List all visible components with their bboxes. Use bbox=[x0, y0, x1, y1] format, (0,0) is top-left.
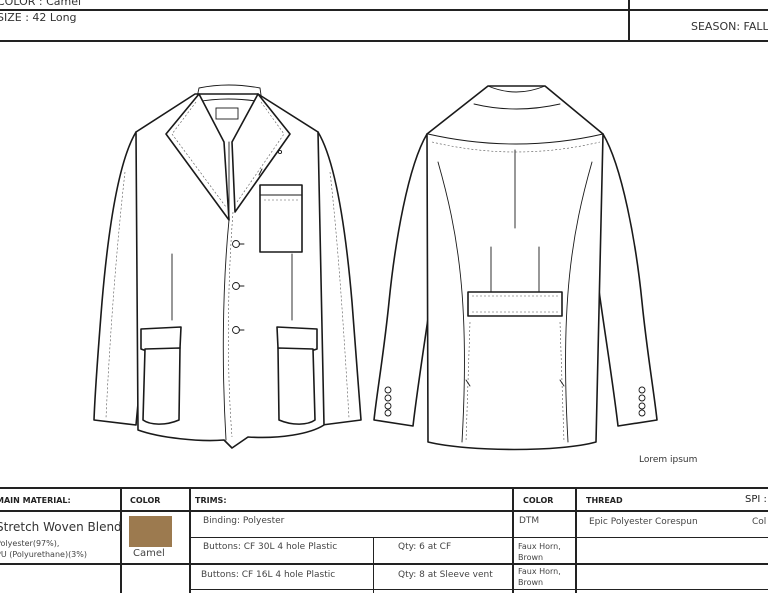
color-label: COLOR : bbox=[0, 0, 47, 8]
column-divider bbox=[575, 487, 577, 593]
size-value: 42 Long bbox=[32, 11, 77, 24]
column-divider bbox=[120, 487, 122, 593]
jacket-flat-sketch bbox=[93, 84, 658, 451]
trim-desc: Buttons: CF 30L 4 hole Plastic bbox=[203, 542, 338, 552]
trim-qty: Qty: 6 at CF bbox=[398, 542, 452, 552]
table-top-border bbox=[0, 487, 768, 489]
header-column-divider bbox=[628, 0, 630, 41]
drawing-caption: Lorem ipsum bbox=[639, 455, 698, 465]
header-divider bbox=[0, 9, 768, 11]
thread-header: THREAD bbox=[586, 496, 623, 505]
row-divider bbox=[190, 537, 768, 538]
trims-header: TRIMS: bbox=[195, 496, 227, 505]
material-name: Stretch Woven Blend bbox=[0, 520, 122, 534]
trim-color: Faux Horn, Brown bbox=[518, 567, 561, 587]
trim-qty: Qty: 8 at Sleeve vent bbox=[398, 570, 493, 580]
jacket-front-view bbox=[93, 84, 362, 449]
season-field: SEASON: FALL bbox=[691, 20, 768, 33]
column-divider bbox=[373, 538, 374, 593]
color-field: COLOR : Camel bbox=[0, 0, 81, 8]
header-bottom-border bbox=[0, 40, 768, 42]
row-divider bbox=[0, 563, 768, 565]
main-material-header: MAIN MATERIAL: bbox=[0, 496, 71, 505]
trim-color: DTM bbox=[519, 516, 540, 526]
table-header-border bbox=[0, 510, 768, 512]
row-divider bbox=[190, 589, 768, 590]
material-composition: PU (Polyurethane)(3%) bbox=[0, 550, 87, 559]
thread-extra: Col bbox=[752, 517, 767, 527]
trim-color: Faux Horn, Brown bbox=[518, 542, 561, 562]
size-label: SIZE : bbox=[0, 11, 33, 24]
spi-header: SPI : bbox=[745, 494, 767, 505]
color-value: Camel bbox=[46, 0, 82, 8]
swatch-color-name: Camel bbox=[133, 548, 165, 559]
trim-desc: Buttons: CF 16L 4 hole Plastic bbox=[201, 570, 336, 580]
thread-name: Epic Polyester Corespun bbox=[589, 517, 698, 527]
color-header: COLOR bbox=[130, 496, 161, 505]
trim-color-header: COLOR bbox=[523, 496, 554, 505]
material-composition: Polyester(97%), bbox=[0, 539, 60, 548]
column-divider bbox=[189, 487, 191, 593]
trim-desc: Binding: Polyester bbox=[203, 516, 285, 526]
column-divider bbox=[512, 487, 514, 593]
color-swatch bbox=[129, 516, 172, 547]
jacket-back-view bbox=[373, 85, 658, 451]
size-field: SIZE : 42 Long bbox=[0, 11, 77, 24]
